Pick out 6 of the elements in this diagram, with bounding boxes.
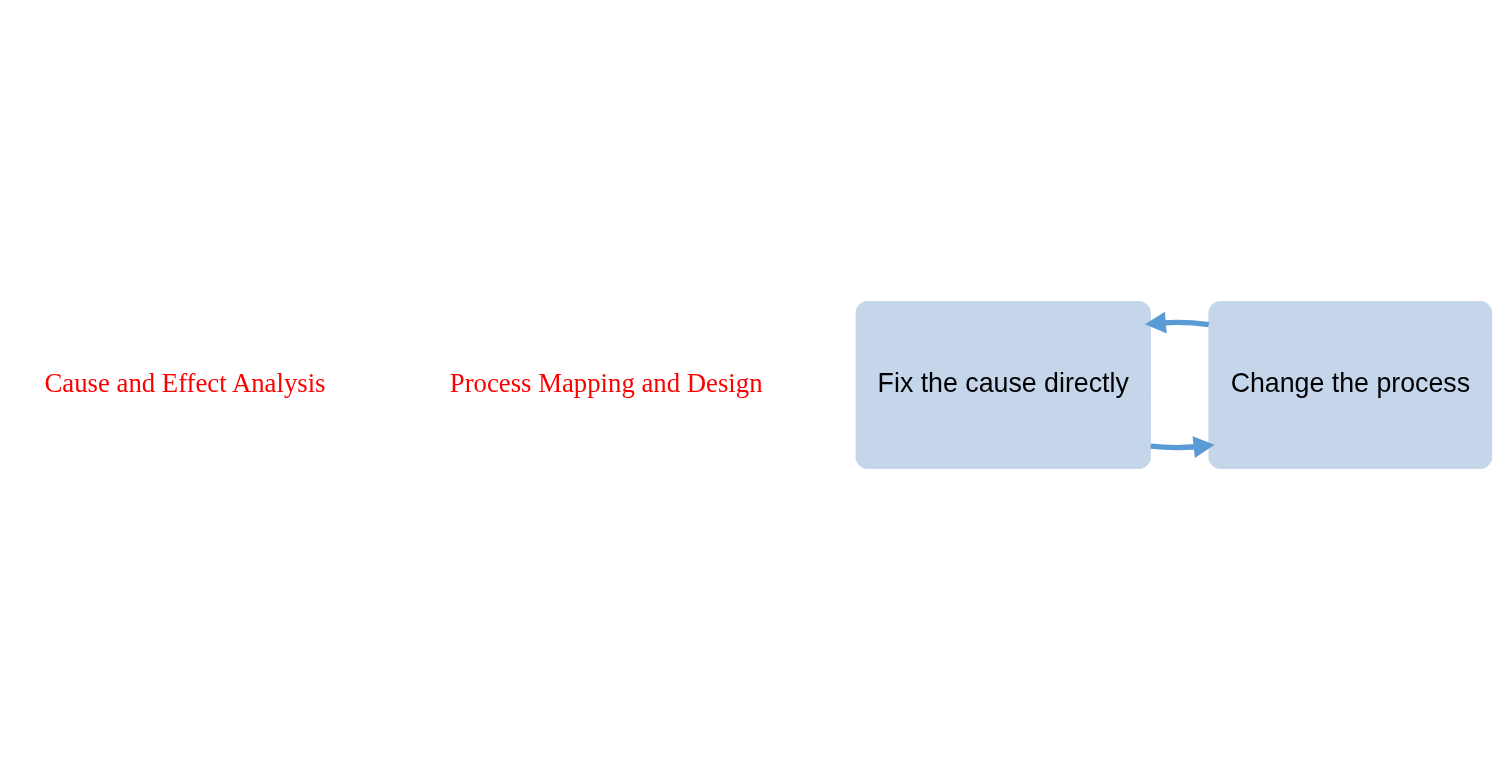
node-box: Fix the cause directly — [855, 300, 1151, 469]
node-box: Change the process — [1208, 300, 1493, 469]
label: Process Mapping and Design — [449, 367, 763, 398]
label: Cause and Effect Analysis — [44, 367, 326, 398]
arrow — [1150, 435, 1215, 458]
arrow — [1144, 311, 1210, 334]
